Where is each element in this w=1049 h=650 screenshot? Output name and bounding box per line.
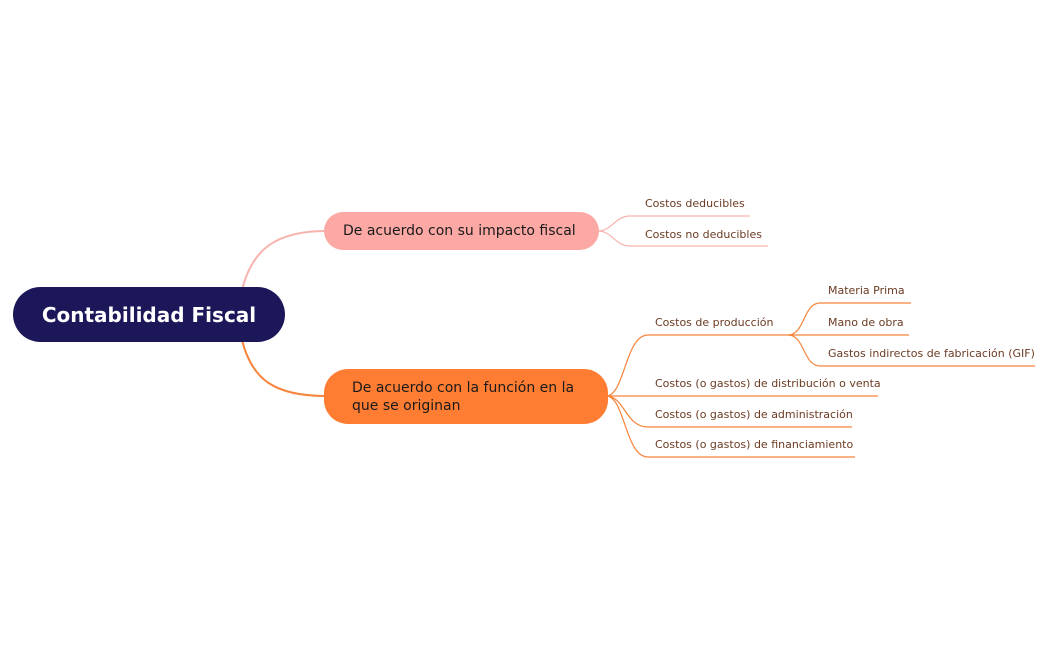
leaf-costos-deducibles[interactable]: Costos deducibles (645, 197, 745, 210)
leaf-costos-financiamiento[interactable]: Costos (o gastos) de financiamiento (655, 438, 854, 451)
branch-label: De acuerdo con la función en la que se o… (352, 379, 575, 414)
connector-produccion-sub3 (787, 334, 1035, 367)
root-node[interactable]: Contabilidad Fiscal (13, 287, 285, 342)
connector-branch2-child1 (605, 334, 788, 397)
leaf-costos-produccion[interactable]: Costos de producción (655, 316, 774, 329)
connector-branch1-leaf1 (597, 215, 750, 232)
connector-root-branch1 (241, 230, 327, 291)
leaf-materia-prima[interactable]: Materia Prima (828, 284, 905, 297)
leaf-costos-distribucion[interactable]: Costos (o gastos) de distribución o vent… (655, 377, 881, 390)
connector-root-branch2 (241, 339, 327, 397)
connector-branch2-child3 (605, 395, 852, 428)
connector-branch1-leaf2 (597, 230, 768, 247)
leaf-costos-administracion[interactable]: Costos (o gastos) de administración (655, 408, 853, 421)
connector-produccion-sub1 (787, 302, 911, 336)
branch-funcion-origen[interactable]: De acuerdo con la función en la que se o… (324, 369, 608, 424)
leaf-costos-no-deducibles[interactable]: Costos no deducibles (645, 228, 762, 241)
root-label: Contabilidad Fiscal (41, 302, 257, 327)
branch-label: De acuerdo con su impacto fiscal (343, 223, 576, 239)
leaf-mano-de-obra[interactable]: Mano de obra (828, 316, 904, 329)
connector-branch2-child4 (605, 395, 855, 458)
leaf-gastos-indirectos[interactable]: Gastos indirectos de fabricación (GIF) (828, 347, 1035, 360)
branch-impacto-fiscal[interactable]: De acuerdo con su impacto fiscal (324, 212, 599, 250)
